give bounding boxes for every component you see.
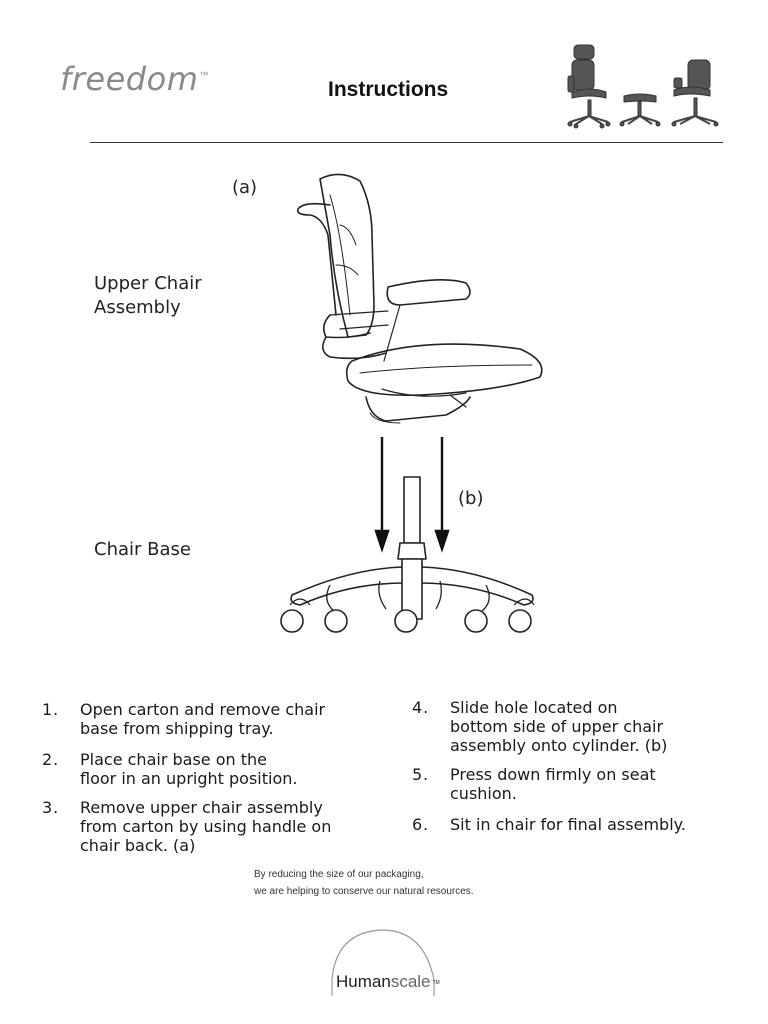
brand-name: freedom [60, 60, 199, 98]
step-6: 6. Sit in chair for final assembly. [412, 815, 686, 834]
caster [280, 609, 304, 633]
logo-human: Human [336, 972, 391, 991]
base-leg-right [419, 566, 534, 606]
step-1: 1. Open carton and remove chair base fro… [42, 700, 326, 738]
label-a: (a) [232, 177, 258, 198]
logo-scale: scale [390, 972, 431, 991]
chair-thumbnail-right [671, 59, 719, 127]
step-3: 3. Remove upper chair assembly from cart… [42, 798, 332, 855]
ottoman-thumbnail [619, 93, 661, 127]
product-thumbnail-image [567, 44, 719, 129]
header-divider [90, 142, 723, 143]
back-handle [296, 202, 337, 316]
seat-cushion [345, 343, 543, 397]
page-title: Instructions [328, 78, 449, 101]
upper-chair-assembly-label: Upper Chair Assembly [94, 273, 202, 318]
chair-thumbnail-left [567, 44, 611, 129]
side-frame [322, 314, 387, 360]
logo-arc-icon [331, 929, 435, 996]
step-2: 2. Place chair base on the floor in an u… [42, 750, 298, 788]
base-leg-left [290, 566, 405, 606]
freedom-logo: freedom™ [60, 60, 209, 98]
chair-base-label: Chair Base [94, 539, 191, 560]
brand-tm: ™ [199, 71, 209, 82]
armrest [386, 279, 471, 306]
caster [464, 609, 488, 633]
logo-tm: TM [432, 979, 440, 986]
caster [324, 609, 348, 633]
packaging-note: By reducing the size of our packaging, w… [254, 869, 474, 897]
caster [508, 609, 532, 633]
step-5: 5. Press down firmly on seat cushion. [412, 765, 656, 803]
seat-mechanism [365, 396, 471, 422]
caster [394, 609, 418, 633]
step-4: 4. Slide hole located on bottom side of … [412, 698, 668, 755]
label-b: (b) [458, 488, 484, 509]
chair-assembly-illustration [280, 173, 543, 633]
gas-cylinder [403, 476, 421, 544]
chair-back [319, 173, 375, 338]
